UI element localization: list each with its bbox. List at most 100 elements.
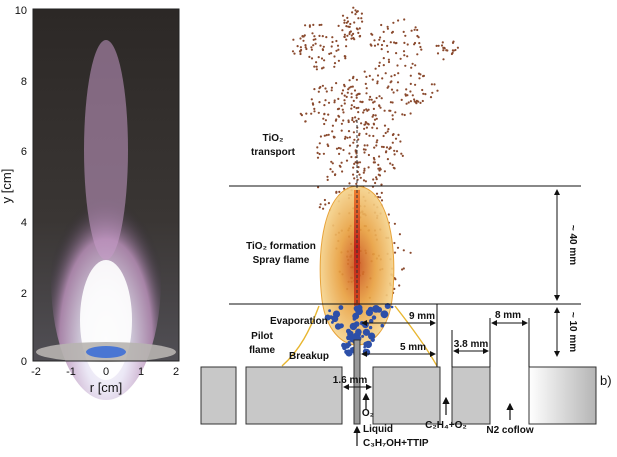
tio2-particle [324,203,327,206]
tio2-particle [342,111,345,114]
tio2-particle [292,38,295,41]
tio2-particle [353,21,356,24]
tio2-particle [373,118,377,121]
tio2-particle [357,17,360,20]
tio2-particle [382,134,385,138]
tio2-particle [341,29,344,32]
tio2-particle [369,43,372,46]
dim-label-8mm: 8 mm [495,310,521,321]
tio2-particle [358,92,361,95]
tio2-particle [391,101,394,104]
tio2-particle [376,43,380,46]
tio2-particle [355,10,358,14]
tio2-particle [341,89,345,92]
tio2-particle [343,99,346,102]
tio2-particle [361,100,364,103]
tio2-particle [357,106,360,109]
tio2-particle [320,23,323,26]
tio2-particle [350,92,353,95]
tio2-particle [314,42,317,45]
tio2-particle [422,74,425,77]
photo-y-ticks: 0 2 4 6 8 10 [15,5,27,368]
tio2-particle [414,64,417,67]
tio2-particle [352,141,355,144]
tio2-particle [437,44,440,47]
tio2-particle [417,72,421,75]
tio2-particle [367,166,370,169]
tio2-particle [363,127,366,130]
tio2-particle [380,23,383,27]
tio2-particle [318,206,321,209]
spray-droplet [364,340,372,349]
tio2-particle [313,110,316,113]
tio2-particle [364,148,367,151]
tio2-particle [368,134,371,137]
tio2-particle [373,44,377,47]
tio2-particle [312,38,315,41]
tio2-particle [436,89,439,92]
tio2-particle [360,17,363,20]
tio2-particle [386,50,389,53]
tio2-particle [372,134,375,138]
tio2-particle [345,45,348,48]
tio2-particle [380,43,384,47]
tio2-particle [349,30,352,33]
pilot-label-line2: flame [249,345,276,356]
tio2-particle [354,149,357,152]
spray-droplet [362,328,370,336]
tio2-particle [299,112,302,115]
tio2-particle [364,123,367,126]
tio2-particle [389,146,392,149]
tio2-particle [420,48,423,51]
tio2-particle [372,107,375,110]
tio2-particle [413,41,417,45]
tio2-particle [363,144,366,147]
tio2-particle [451,41,455,45]
tio2-particle [387,60,391,64]
tio2-particle [323,113,326,116]
tio2-particle [322,66,325,69]
tio2-particle [333,173,337,177]
tio2-particle [442,58,445,61]
liquid-label: Liquid [363,424,393,435]
tio2-particle [313,88,316,91]
tio2-particle [362,148,365,151]
tio2-particle [375,176,378,179]
tio2-particle [401,154,404,157]
tio2-particle [340,92,344,95]
tio2-particle [353,138,356,141]
tio2-particle [406,55,409,58]
tio2-particle [387,128,390,131]
tio2-particle [363,109,366,112]
tio2-particle [343,19,346,22]
tio2-particle [429,96,433,99]
tio2-particle [375,192,379,195]
tio2-particle [339,147,342,150]
spray-droplet [355,307,363,316]
tio2-particle [401,113,404,116]
tio2-particle [352,36,355,40]
tio2-particle [380,183,383,186]
spray-droplet [367,306,374,313]
tio2-particle [322,45,325,48]
tio2-particle [396,246,400,249]
tio2-particle [342,119,345,122]
tio2-particle [345,25,348,28]
tio2-particle [362,111,365,114]
tio2-particle [384,151,388,154]
tio2-particle [336,44,340,47]
dim-label-9mm: 9 mm [409,311,435,322]
tio2-particle [303,34,306,37]
tio2-particle [333,62,337,65]
tio2-particle [436,52,440,55]
tio2-particle [316,156,320,159]
tio2-particle [413,98,416,101]
tio2-particle [350,107,353,110]
tio2-particle [327,113,330,116]
tio2-particle [324,119,327,122]
tio2-particle [394,278,397,281]
tio2-particle [393,74,396,77]
tio2-particle [324,99,327,102]
tio2-particle [322,207,325,210]
tio2-particle [382,30,385,33]
